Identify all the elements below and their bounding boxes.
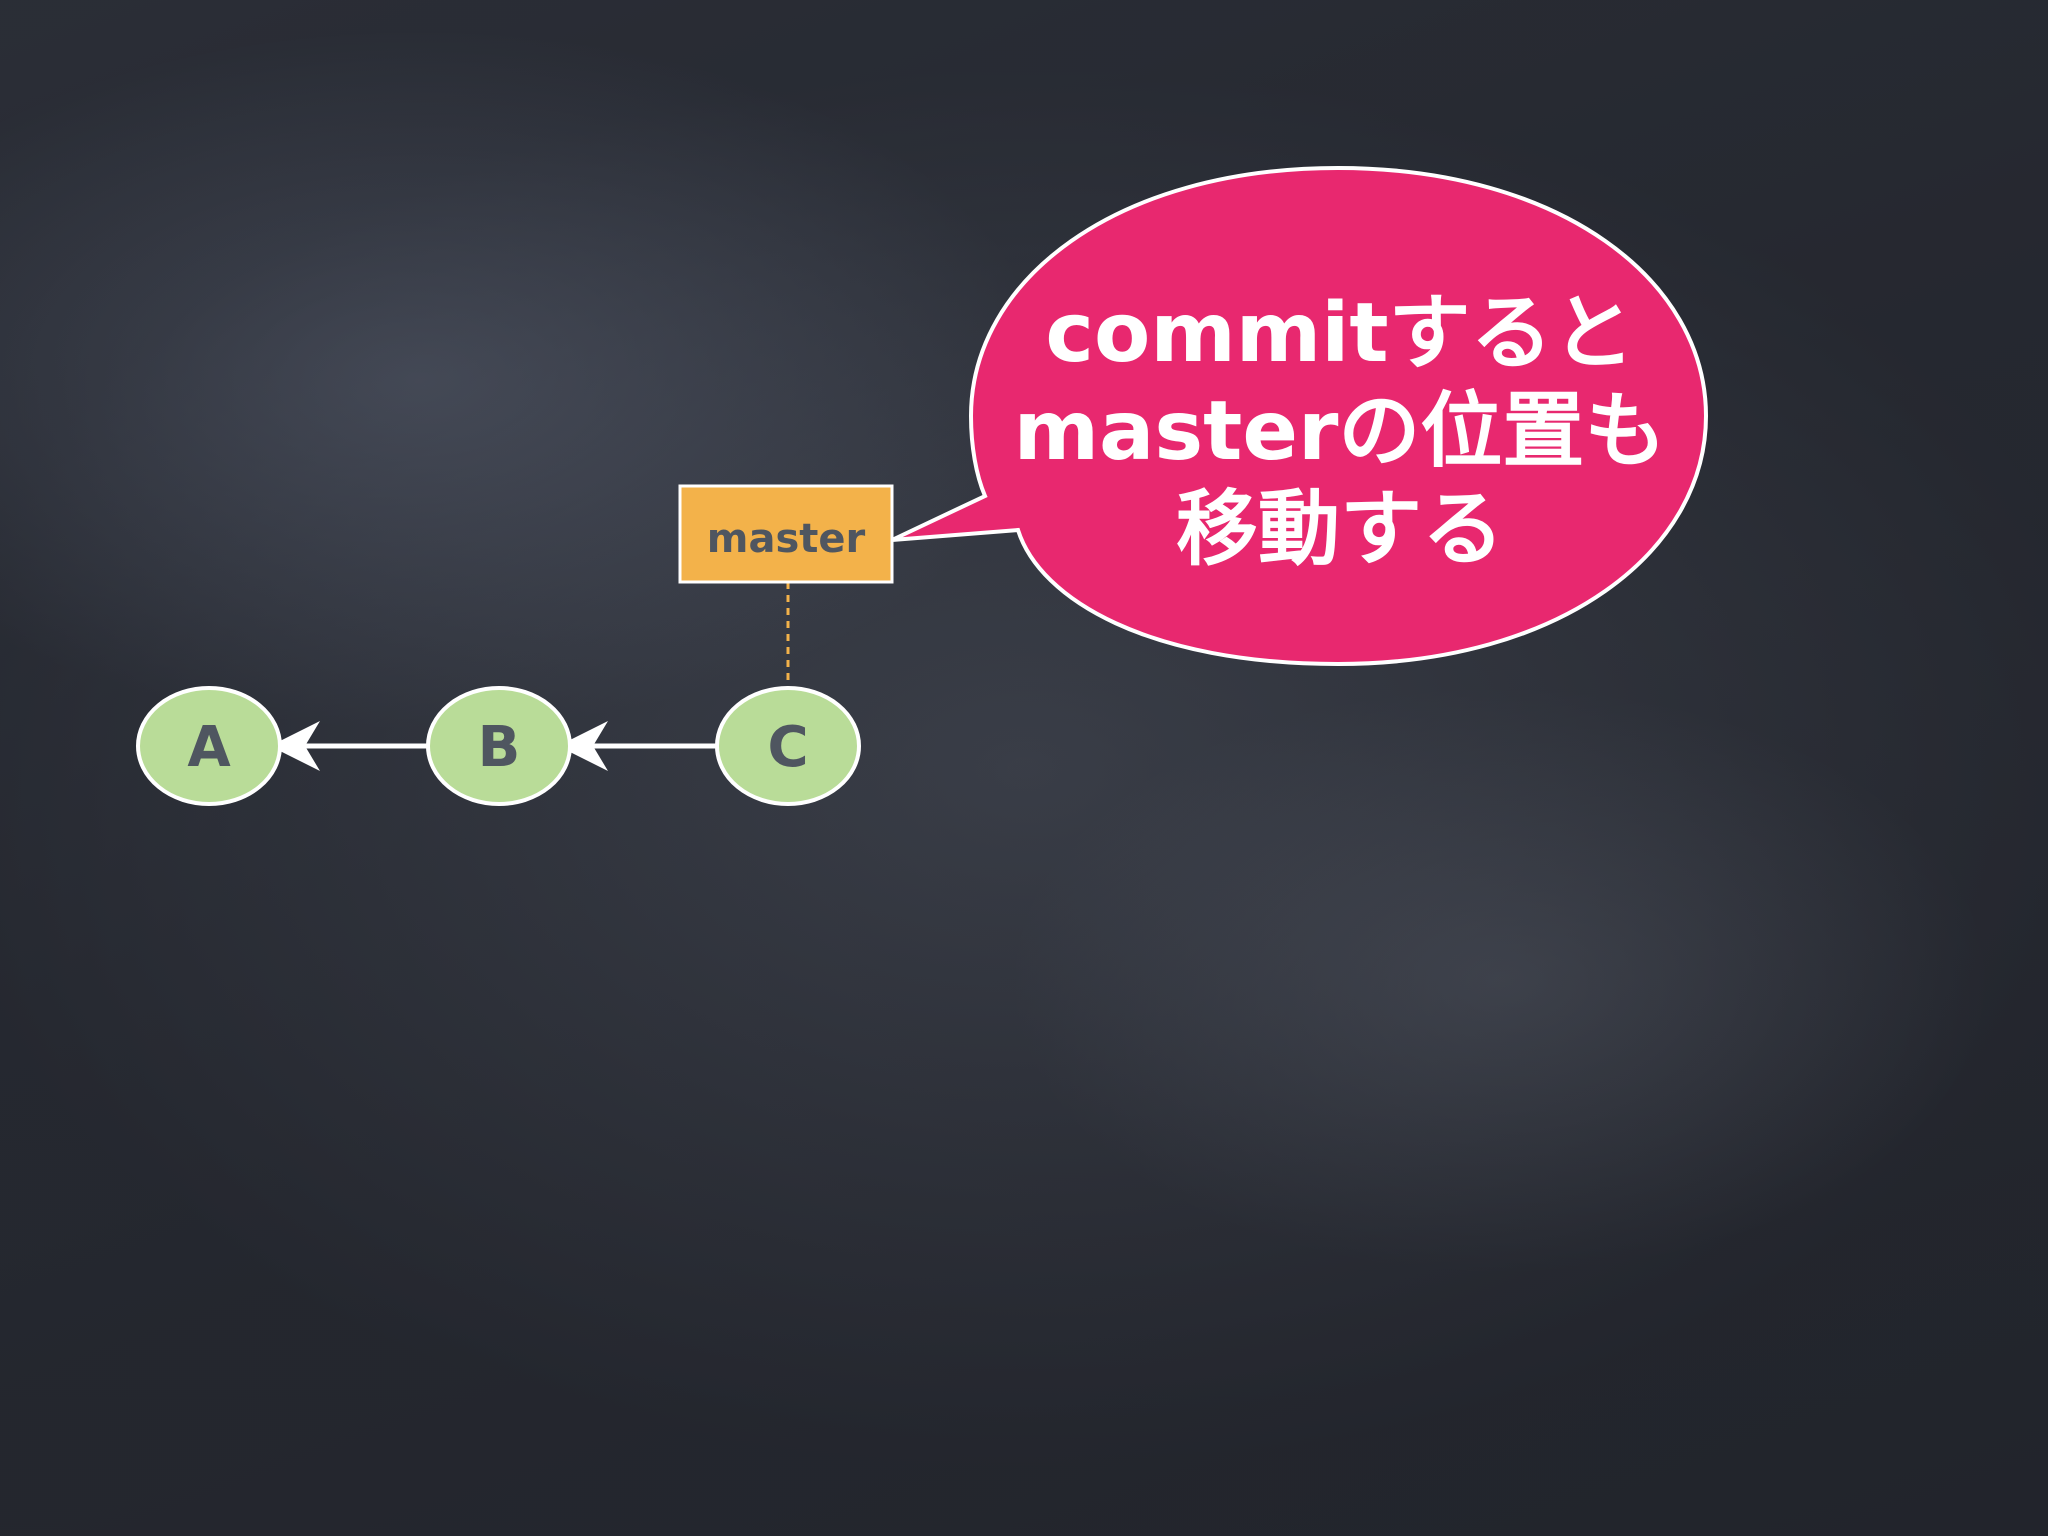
commit-node-c-label: C bbox=[767, 715, 808, 780]
commit-node-b-label: B bbox=[478, 715, 521, 780]
commit-node-a-label: A bbox=[187, 715, 231, 780]
branch-label-text: master bbox=[707, 516, 866, 562]
callout-line-2: masterの位置も bbox=[1013, 384, 1667, 479]
callout-line-1: commitすると bbox=[1045, 286, 1635, 381]
commit-node-b: B bbox=[426, 686, 572, 806]
commit-node-c: C bbox=[715, 686, 861, 806]
callout-bubble bbox=[891, 165, 1709, 667]
callout-text: commitすると masterの位置も 移動する bbox=[990, 285, 1690, 579]
branch-label-master: master bbox=[678, 484, 894, 584]
callout-line-3: 移動する bbox=[1175, 482, 1504, 577]
commit-node-a: A bbox=[136, 686, 282, 806]
